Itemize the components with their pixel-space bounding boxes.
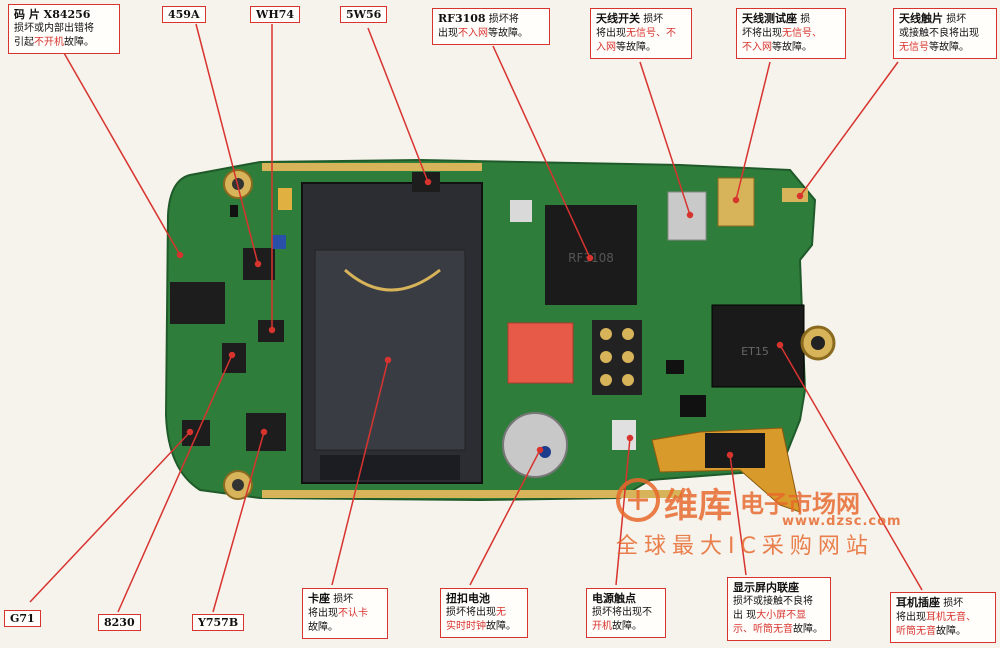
- watermark-logo: [616, 478, 660, 522]
- chip-x84256: [170, 282, 225, 324]
- watermark-url: www.dzsc.com: [782, 514, 902, 529]
- label-wh74: WH74: [250, 6, 301, 23]
- red-rubber-pad: [507, 322, 574, 384]
- callout-x84256-line2: 损坏或内部出错将: [14, 23, 94, 34]
- jack-marking: ET15: [741, 345, 769, 358]
- watermark-slogan: 全球最大IC采购网站: [616, 534, 874, 559]
- callout-x84256-line3: 引起不开机故障。: [14, 37, 94, 48]
- label-8230: 8230: [98, 614, 141, 631]
- label-g71: G71: [4, 610, 41, 627]
- watermark-brand2: 电子市场网: [740, 490, 860, 518]
- label-5w56: 5W56: [340, 6, 388, 23]
- watermark-brand: 维库: [664, 486, 732, 526]
- callout-antenna-switch: 天线开关 损坏 将出现无信号、不 入网等故障。: [590, 8, 692, 59]
- callout-antenna-contact: 天线触片 损坏 或接触不良将出现 无信号等故障。: [893, 8, 997, 59]
- callout-battery: 扭扣电池 损坏将出现无 实时时钟故障。: [440, 588, 528, 638]
- callout-rf3108: RF3108 损坏将 出现不入网等故障。: [432, 8, 550, 45]
- callout-x84256-title: 码 片 X84256: [14, 8, 91, 21]
- earphone-jack: [711, 304, 805, 388]
- label-459a: 459A: [162, 6, 206, 23]
- callout-card-seat: 卡座 损坏 将出现不认卡 故障。: [302, 588, 388, 639]
- leader-lines: [29, 23, 923, 613]
- coin-battery: [502, 412, 568, 478]
- callout-display-connector: 显示屏内联座 损坏或接触不良将 出 现大小屏不显 示、听筒无音故障。: [727, 577, 831, 641]
- callout-antenna-test: 天线测试座 损 坏将出现无信号、 不入网等故障。: [736, 8, 846, 59]
- callout-earphone: 耳机插座 损坏 将出现耳机无音、 听筒无音故障。: [890, 592, 996, 643]
- power-contacts: [592, 320, 642, 395]
- callout-power-contact: 电源触点 损坏将出现不 开机故障。: [586, 588, 666, 638]
- callout-x84256: 码 片 X84256 损坏或内部出错将 引起不开机故障。: [8, 4, 120, 54]
- label-y757b: Y757B: [192, 614, 245, 631]
- chip-g71: [182, 420, 210, 446]
